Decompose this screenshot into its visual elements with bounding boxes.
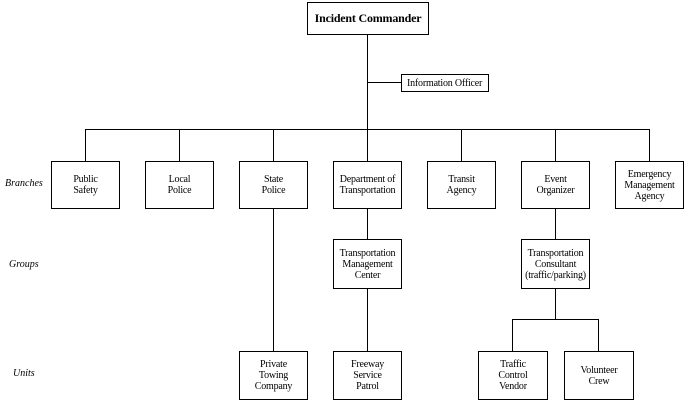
connector-volunteer-crew [598,319,599,351]
connector-consultant-trunk [555,288,556,319]
branch-public-safety: Public Safety [51,161,120,209]
connector-info-officer [367,82,401,83]
branch-event-organizer: Event Organizer [521,161,590,209]
level-label-units: Units [13,368,35,379]
branch-department-of-transportation: Department of Transportation [333,161,402,209]
unit-volunteer-crew: Volunteer Crew [564,351,634,400]
unit-traffic-control-vendor: Traffic Control Vendor [478,351,548,400]
connector-event-consultant [555,208,556,239]
connector-branch-4 [367,129,368,161]
connector-branch-3 [273,129,274,161]
branch-local-police: Local Police [145,161,214,209]
connector-state-police-towing [273,208,274,351]
branch-emergency-management-agency: Emergency Management Agency [615,161,684,209]
branch-state-police: State Police [239,161,308,209]
connector-commander-trunk [367,34,368,129]
connector-branch-7 [649,129,650,161]
information-officer-box: Information Officer [401,74,489,92]
group-transportation-consultant: Transportation Consultant (traffic/parki… [521,239,590,289]
incident-commander-box: Incident Commander [307,2,429,35]
connector-branch-2 [179,129,180,161]
connector-tmc-fsp [367,288,368,351]
level-label-groups: Groups [9,259,39,270]
unit-private-towing-company: Private Towing Company [239,351,308,400]
unit-freeway-service-patrol: Freeway Service Patrol [333,351,402,400]
group-transportation-management-center: Transportation Management Center [333,239,402,289]
connector-units-bus [512,319,599,320]
branch-transit-agency: Transit Agency [427,161,496,209]
connector-traffic-vendor [512,319,513,351]
connector-branch-5 [461,129,462,161]
level-label-branches: Branches [5,178,43,189]
connector-branch-1 [85,129,86,161]
connector-branch-6 [555,129,556,161]
connector-dot-tmc [367,208,368,239]
